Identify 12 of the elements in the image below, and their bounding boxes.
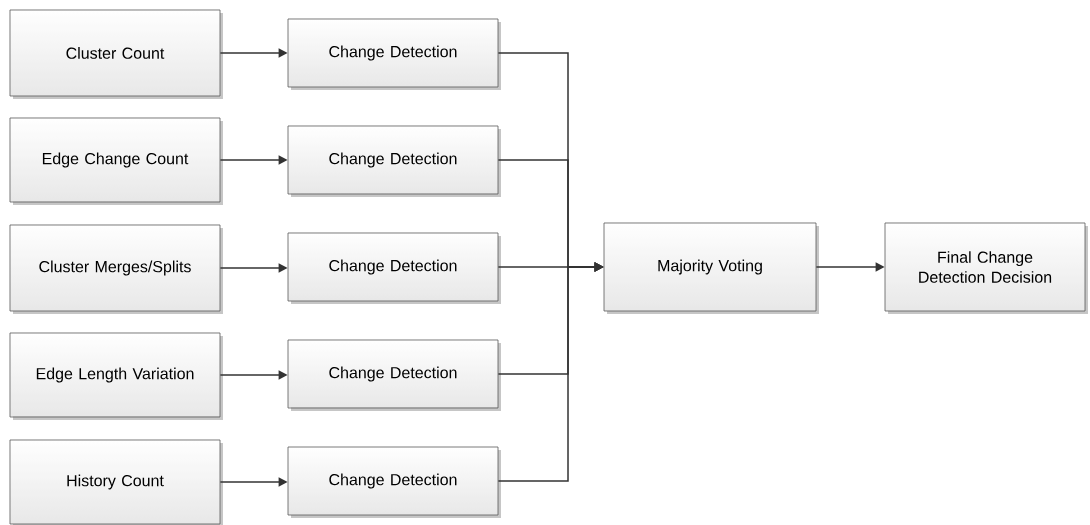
process-box: Majority Voting [603,222,819,314]
process-box: Final Change Detection Decision [884,222,1088,314]
process-box: Change Detection [287,339,501,411]
process-box: Change Detection [287,232,501,304]
process-box: Change Detection [287,446,501,518]
process-box: History Count [9,439,223,525]
process-box: Cluster Merges/Splits [9,224,223,314]
process-box: Edge Change Count [9,117,223,205]
process-box: Cluster Count [9,9,223,99]
process-box: Change Detection [287,125,501,197]
process-box: Edge Length Variation [9,332,223,420]
process-box: Change Detection [287,18,501,90]
